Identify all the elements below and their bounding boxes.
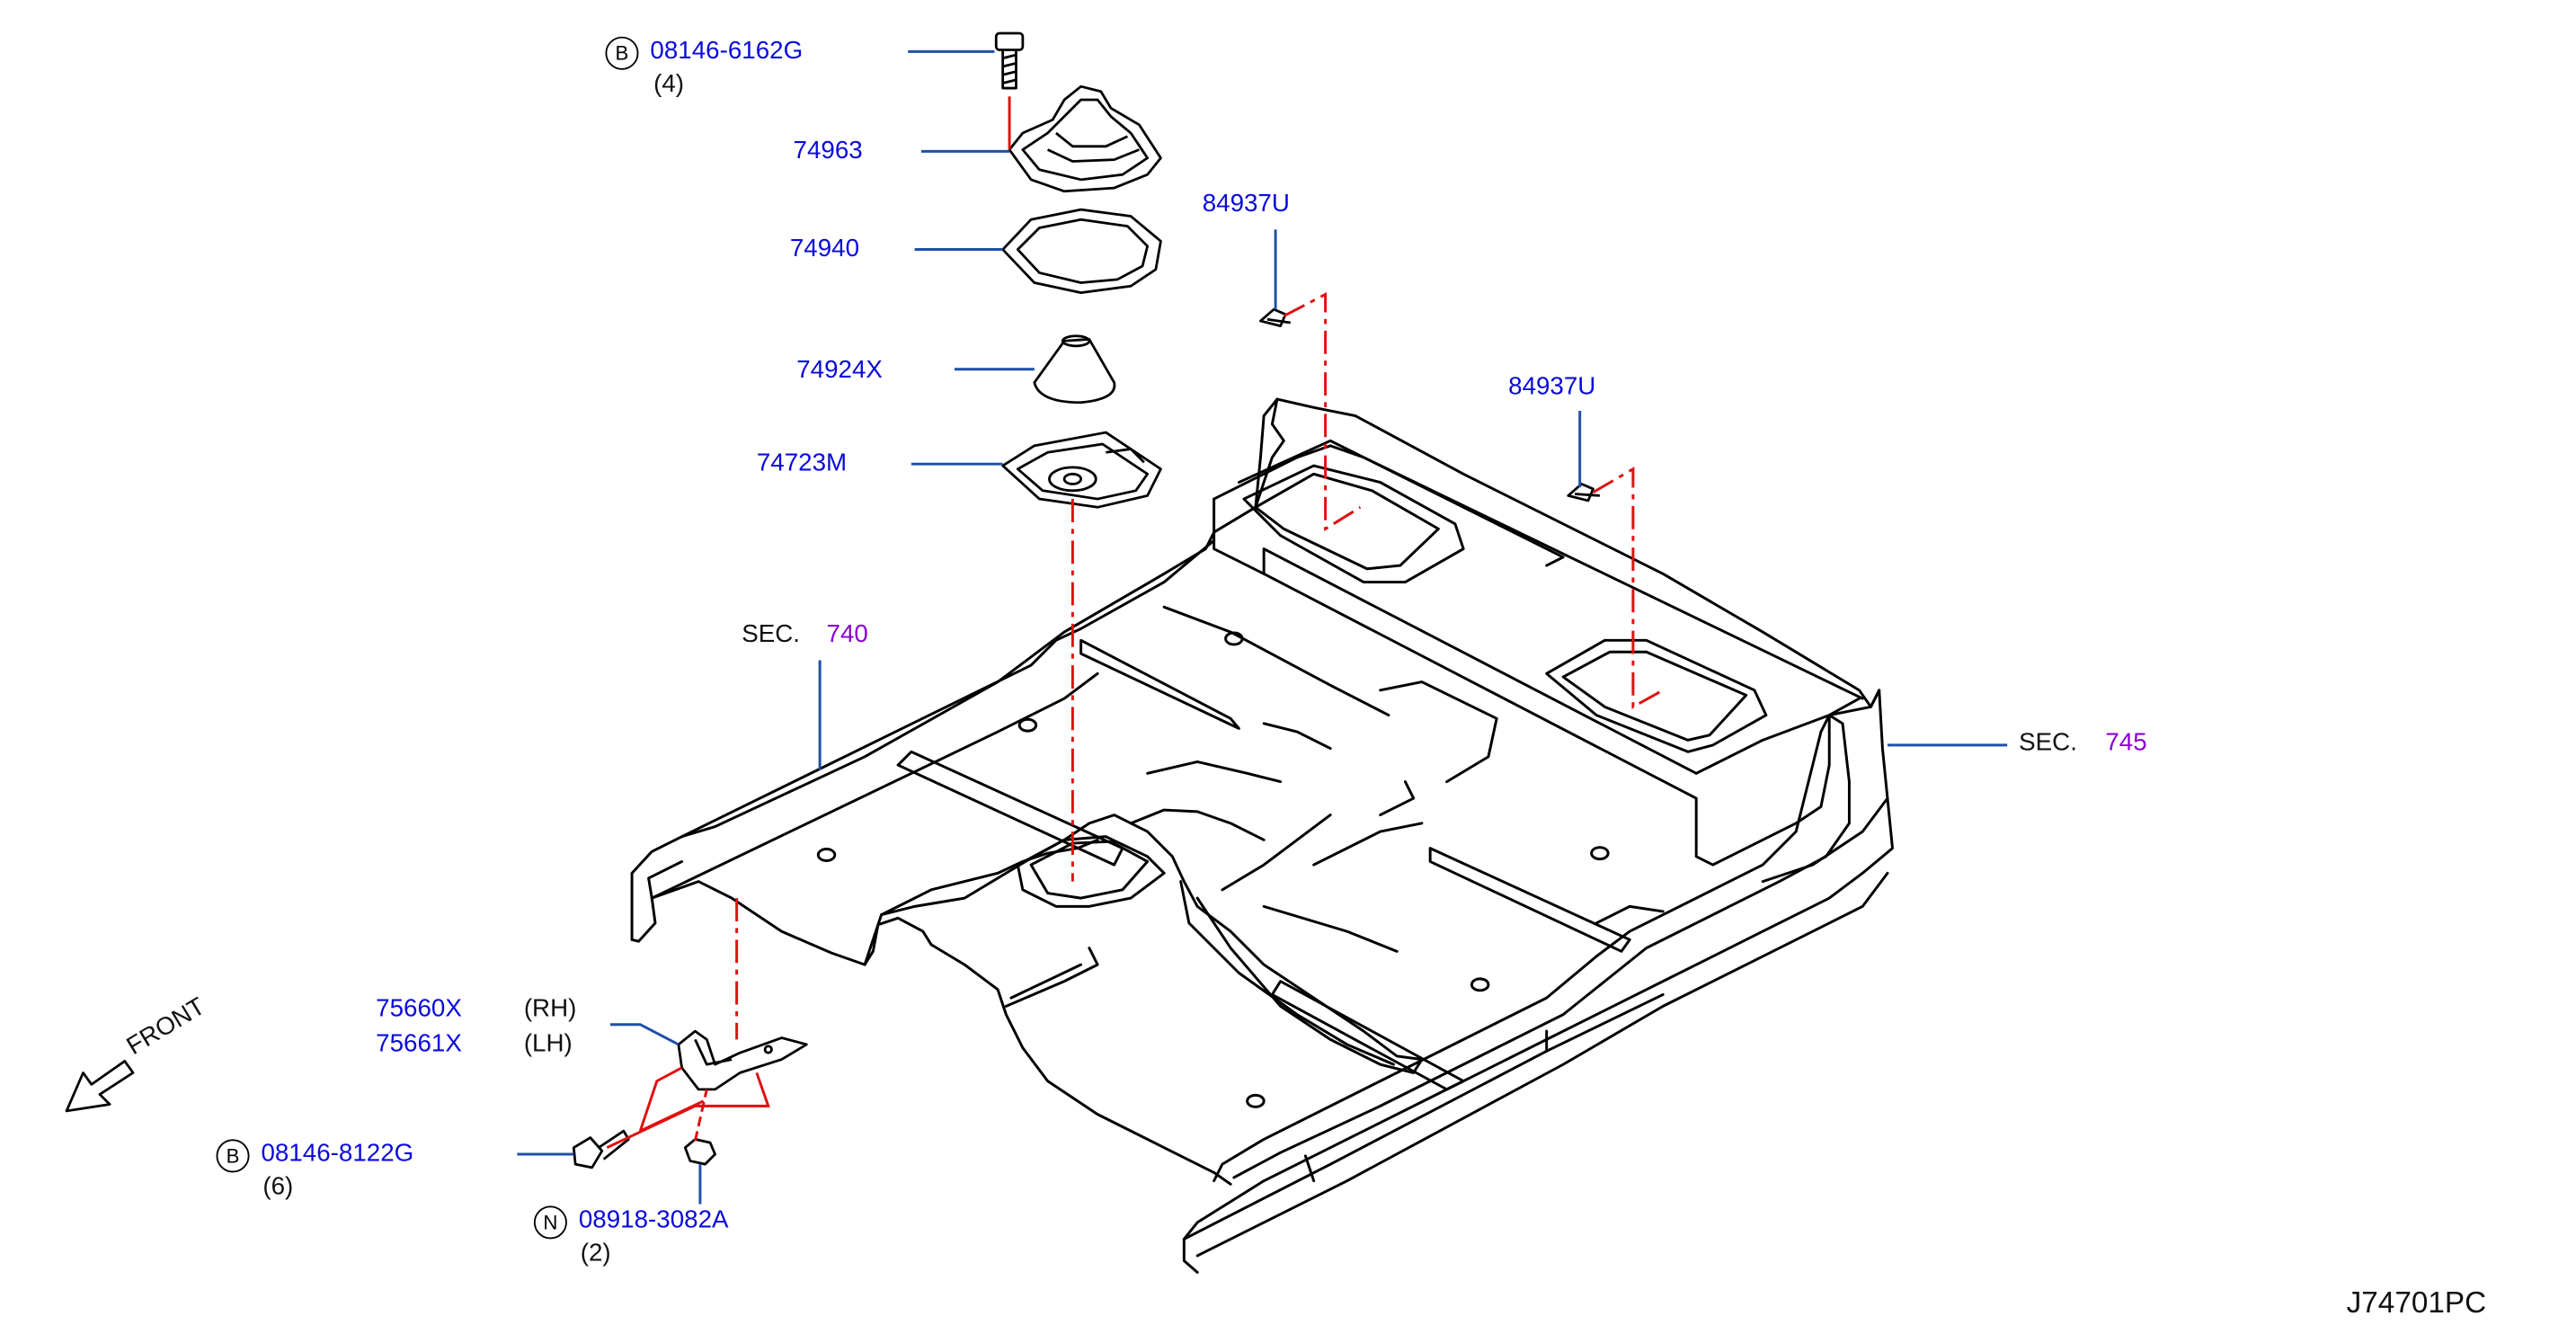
nut-icon (683, 1137, 716, 1166)
sec-745-text: SEC. (2019, 728, 2077, 757)
part-74940-label[interactable]: 74940 (789, 234, 860, 263)
bolt-bottom-icon (572, 1129, 630, 1169)
sec-740-text: SEC. (742, 620, 800, 649)
nut-qty: (2) (580, 1239, 611, 1267)
sec-740-number[interactable]: 740 (826, 620, 868, 649)
clip-84937u-icon (1259, 307, 1291, 328)
clip-84937u-icon-2 (1567, 483, 1600, 502)
bolt-top-part-number[interactable]: 08146-6162G (650, 36, 804, 66)
floor-panel-outline (630, 397, 1895, 1274)
part-84937u-label-2[interactable]: 84937U (1508, 372, 1596, 401)
cone-boot-74924x (1033, 334, 1116, 405)
part-75661x-label[interactable]: 75661X (376, 1029, 462, 1058)
bolt-bottom-prefix: B (216, 1139, 250, 1173)
bolt-bottom-qty: (6) (262, 1172, 294, 1201)
bracket-rh-side: (RH) (523, 994, 577, 1023)
bolt-top-icon (994, 31, 1025, 90)
bolt-top-qty: (4) (653, 69, 685, 99)
leader-lines (517, 49, 2008, 1205)
front-arrow-icon (65, 1060, 135, 1113)
boot-ring-74940 (1001, 208, 1162, 295)
shift-boot-74963 (1008, 84, 1162, 193)
nut-prefix: N (533, 1205, 567, 1240)
sec-745-number[interactable]: 745 (2105, 728, 2147, 757)
alignment-lines (606, 96, 1664, 1149)
part-74924x-label[interactable]: 74924X (796, 355, 883, 385)
part-74723m-label[interactable]: 74723M (756, 449, 848, 478)
part-74963-label[interactable]: 74963 (793, 136, 863, 165)
bolt-top-prefix: B (605, 36, 639, 70)
part-84937u-label[interactable]: 84937U (1202, 189, 1290, 218)
plate-74723m (1001, 431, 1162, 509)
diagram-code: J74701PC (2346, 1285, 2487, 1320)
part-75660x-label[interactable]: 75660X (376, 994, 462, 1023)
bracket-75660x-icon (677, 1029, 808, 1091)
bolt-bottom-part-number[interactable]: 08146-8122G (261, 1139, 414, 1168)
bracket-lh-side: (LH) (523, 1029, 573, 1058)
nut-part-number[interactable]: 08918-3082A (578, 1205, 729, 1234)
parts-outlines (65, 31, 1600, 1169)
